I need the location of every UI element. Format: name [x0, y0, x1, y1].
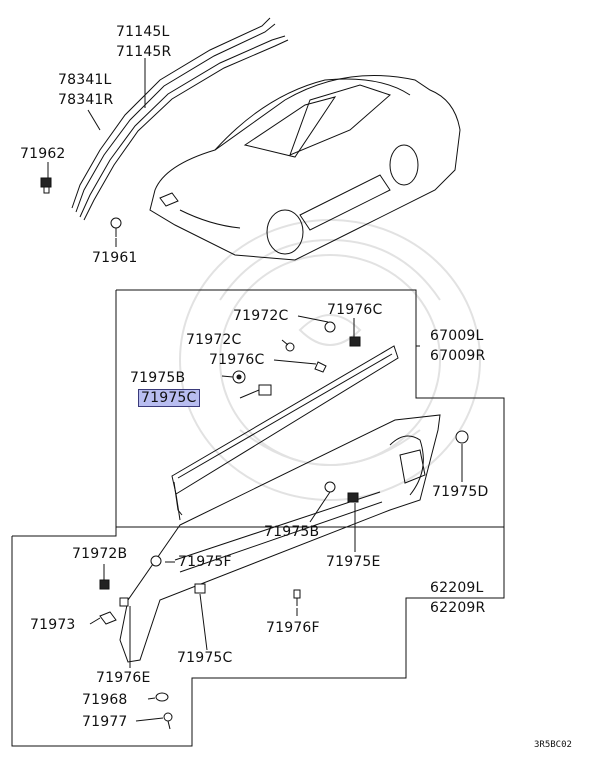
fasteners-upper: [232, 321, 469, 503]
label-71975F[interactable]: 71975F: [178, 554, 232, 570]
label-71975D[interactable]: 71975D: [432, 484, 489, 500]
label-71977[interactable]: 71977: [82, 714, 128, 730]
label-71145R[interactable]: 71145R: [116, 44, 172, 60]
label-71962[interactable]: 71962: [20, 146, 66, 162]
diagram-code: 3R5BC02: [534, 740, 572, 750]
label-71968[interactable]: 71968: [82, 692, 128, 708]
label-71976C-lower[interactable]: 71976C: [209, 352, 265, 368]
label-71976F[interactable]: 71976F: [266, 620, 320, 636]
label-78341L[interactable]: 78341L: [58, 72, 112, 88]
label-71973[interactable]: 71973: [30, 617, 76, 633]
label-71975E[interactable]: 71975E: [326, 554, 381, 570]
car-outline: [149, 75, 461, 261]
rocker-panel-62209: [119, 414, 441, 663]
door-molding-67009: [171, 345, 399, 521]
label-71145L[interactable]: 71145L: [116, 24, 170, 40]
fasteners-lower: [99, 555, 301, 730]
label-67009L[interactable]: 67009L: [430, 328, 484, 344]
label-71975B-lower[interactable]: 71975B: [264, 524, 320, 540]
label-71972B[interactable]: 71972B: [72, 546, 128, 562]
label-62209R[interactable]: 62209R: [430, 600, 486, 616]
clip-71962-part: [40, 177, 52, 194]
label-62209L[interactable]: 62209L: [430, 580, 484, 596]
label-71972C-upper[interactable]: 71972C: [233, 308, 289, 324]
label-67009R[interactable]: 67009R: [430, 348, 486, 364]
screw-71961-part: [110, 217, 122, 237]
label-71976C-upper[interactable]: 71976C: [327, 302, 383, 318]
label-71975B-upper[interactable]: 71975B: [130, 370, 186, 386]
label-71975C-lower[interactable]: 71975C: [177, 650, 233, 666]
label-71976E[interactable]: 71976E: [96, 670, 151, 686]
label-71975C-highlighted[interactable]: 71975C: [138, 389, 200, 407]
label-71972C-lower[interactable]: 71972C: [186, 332, 242, 348]
roof-molding-71145: [71, 17, 289, 221]
label-71961[interactable]: 71961: [92, 250, 138, 266]
label-78341R[interactable]: 78341R: [58, 92, 114, 108]
